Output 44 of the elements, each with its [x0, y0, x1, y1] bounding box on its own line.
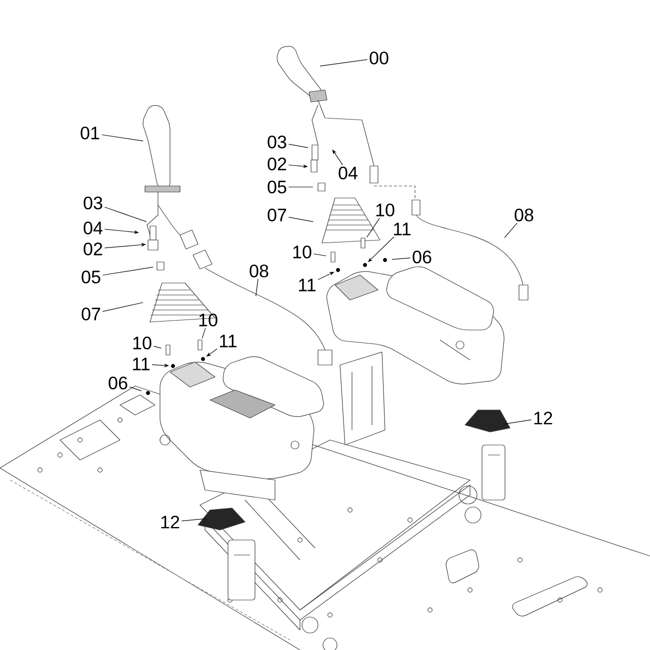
- callout-number: 10: [293, 246, 312, 258]
- callout-number: 10: [376, 204, 394, 216]
- callout-number: 03: [268, 136, 286, 148]
- callout-number: 00: [370, 52, 388, 64]
- leader-line: [392, 258, 411, 260]
- callout-number: 01: [80, 126, 100, 140]
- leader-line: [504, 222, 518, 238]
- callout-number: 06: [412, 250, 432, 264]
- leader-line: [366, 218, 380, 238]
- leader-line: [320, 59, 368, 66]
- leader-line: [504, 420, 532, 424]
- leader-line: [202, 328, 206, 339]
- callout-number: 04: [338, 166, 358, 180]
- callout-number: 06: [108, 376, 128, 390]
- leader-line: [288, 186, 314, 188]
- callout-number: 11: [394, 222, 410, 236]
- leader-line: [181, 518, 206, 522]
- leader-line: [153, 346, 162, 348]
- callout-number: 03: [84, 196, 102, 210]
- callout-number: 05: [268, 180, 286, 194]
- leader-line: [256, 278, 258, 296]
- callout-number: 08: [250, 264, 268, 278]
- leader-line: [288, 216, 314, 222]
- leader-line: [129, 386, 142, 392]
- callout-number: 10: [133, 336, 152, 350]
- leader-line: [102, 302, 144, 312]
- callout-number: 12: [161, 516, 180, 528]
- leader-line: [104, 206, 147, 222]
- callout-number: 07: [82, 308, 100, 320]
- callout-number: 10: [199, 314, 218, 326]
- callout-number: 12: [534, 412, 552, 424]
- leader-line: [101, 134, 144, 142]
- callout-number: 02: [84, 242, 102, 256]
- leader-line: [102, 266, 154, 276]
- callout-number: 05: [82, 270, 100, 284]
- callout-number: 11: [299, 278, 316, 292]
- leader-line: [313, 254, 326, 256]
- callout-number: 08: [514, 208, 534, 222]
- callout-number: 04: [84, 222, 102, 234]
- callout-number: 11: [133, 358, 150, 370]
- leader-line: [288, 144, 308, 148]
- callout-number: 11: [220, 334, 236, 348]
- callout-number: 07: [268, 208, 286, 222]
- callout-number: 02: [268, 158, 286, 170]
